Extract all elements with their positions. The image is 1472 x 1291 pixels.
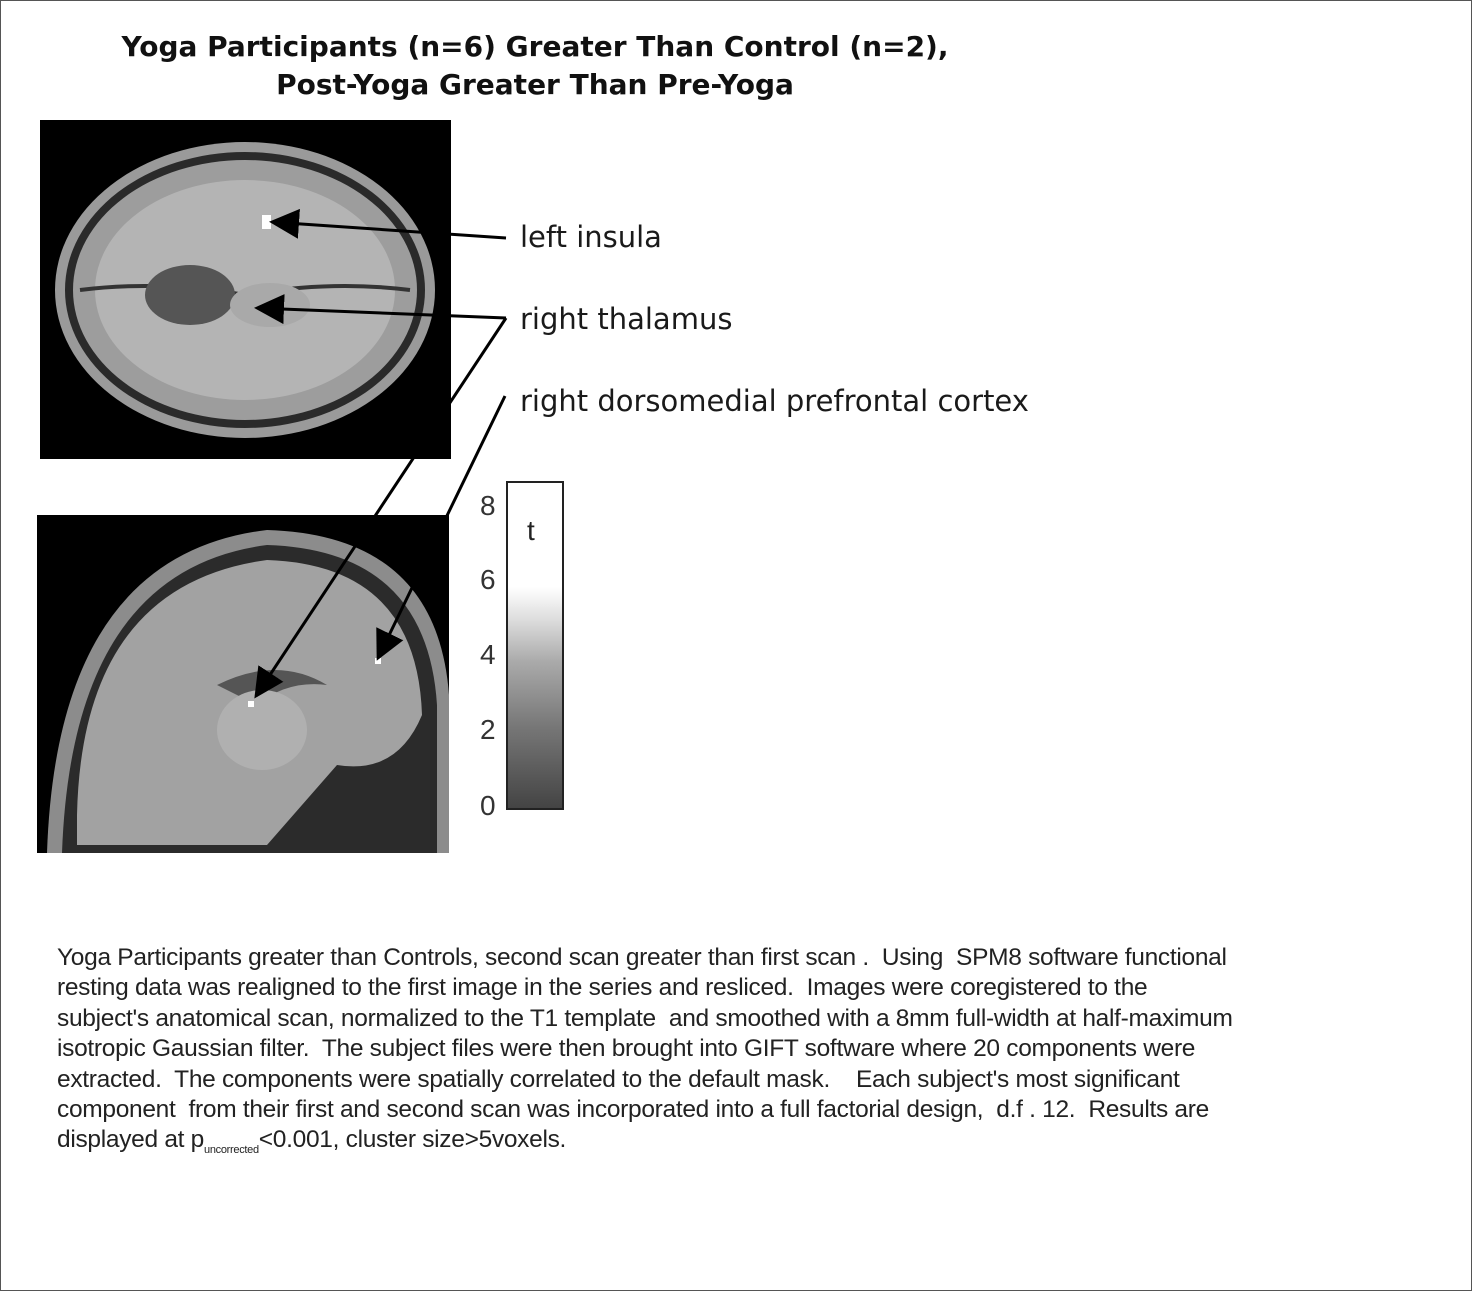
- arrow-right-thalamus-sagittal: [254, 317, 508, 699]
- caption-text: <0.001, cluster size>5voxels.: [258, 1126, 567, 1154]
- colorbar-tick: 6: [480, 564, 496, 595]
- caption-line: resting data was realigned to the first …: [57, 974, 1148, 1002]
- arrow-right-thalamus-axial: [254, 294, 507, 325]
- colorbar-tick: 2: [480, 714, 496, 745]
- caption-line: component from their first and second sc…: [57, 1096, 1209, 1124]
- caption-line: isotropic Gaussian filter. The subject f…: [57, 1035, 1196, 1063]
- caption-line: extracted. The components were spatially…: [57, 1065, 1180, 1093]
- arrow-right-dmpfc: [376, 395, 507, 661]
- caption-subscript: uncorrected: [204, 1144, 259, 1157]
- label-right-thalamus: right thalamus: [520, 302, 733, 336]
- axial-brain-image: [40, 120, 451, 459]
- t-colorbar: [506, 481, 564, 810]
- figure-caption: Yoga Participants greater than Controls,…: [57, 943, 1233, 1166]
- caption-line: displayed at puncorrected<0.001, cluster…: [57, 1125, 1233, 1165]
- title-line-2: Post-Yoga Greater Than Pre-Yoga: [276, 68, 794, 101]
- figure-title: Yoga Participants (n=6) Greater Than Con…: [60, 28, 1010, 104]
- caption-line: subject's anatomical scan, normalized to…: [57, 1004, 1233, 1032]
- colorbar-label: t: [527, 515, 535, 546]
- sagittal-brain-image: [37, 515, 449, 853]
- title-line-1: Yoga Participants (n=6) Greater Than Con…: [121, 30, 949, 63]
- colorbar-tick: 0: [480, 790, 496, 821]
- label-right-dmpfc: right dorsomedial prefrontal cortex: [520, 384, 1029, 418]
- label-left-insula: left insula: [520, 220, 662, 254]
- caption-text: displayed at p: [57, 1126, 204, 1154]
- caption-line: Yoga Participants greater than Controls,…: [57, 944, 1227, 971]
- arrow-left-insula: [269, 208, 507, 240]
- colorbar-tick: 4: [480, 639, 496, 670]
- colorbar-tick: 8: [480, 490, 496, 521]
